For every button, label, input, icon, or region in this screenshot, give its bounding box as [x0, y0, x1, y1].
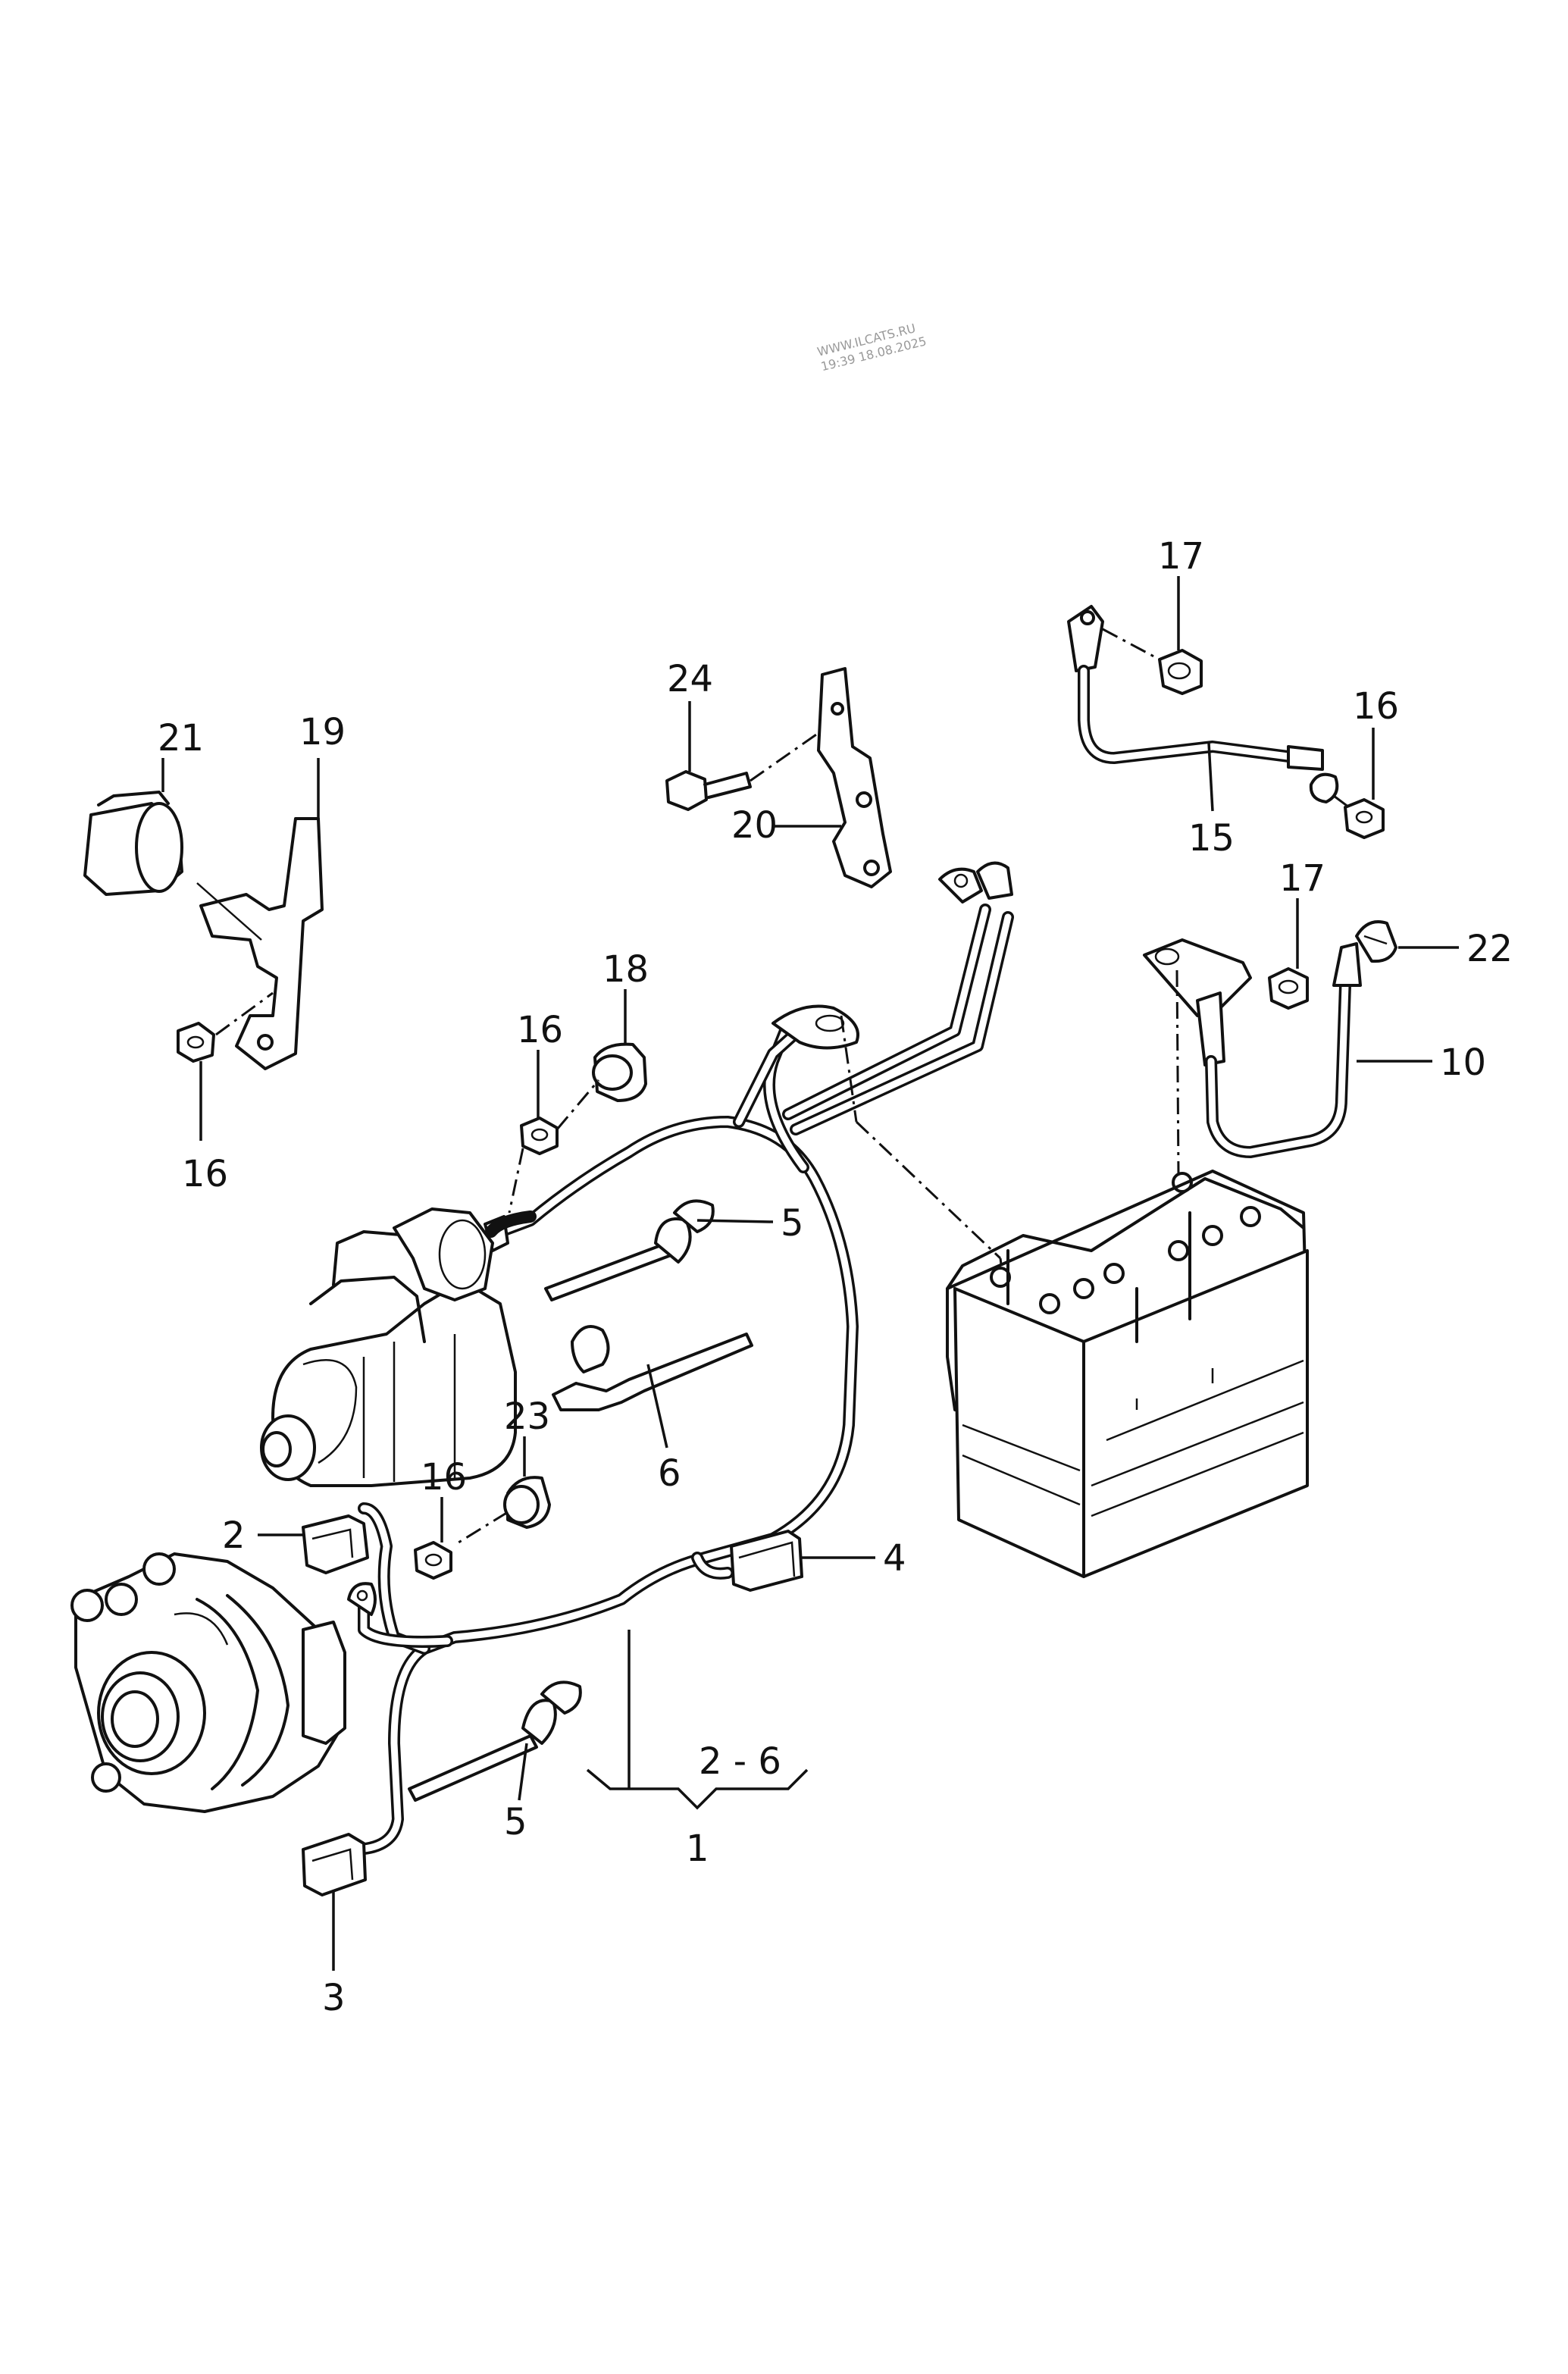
callout-17-lower: 17	[1279, 857, 1325, 900]
callout-18: 18	[602, 948, 649, 991]
callout-24: 24	[667, 658, 713, 700]
part-5-cable-tie-upper[interactable]	[544, 1199, 774, 1301]
part-20-bracket[interactable]	[817, 667, 892, 888]
callout-4: 4	[883, 1537, 906, 1580]
callout-23: 23	[504, 1395, 550, 1438]
leader-lines	[161, 701, 841, 1789]
part-6-cable-clip[interactable]	[552, 1325, 753, 1449]
part-22-clip[interactable]	[1355, 920, 1459, 963]
callout-5-upper: 5	[781, 1202, 804, 1245]
battery	[946, 1170, 1309, 1578]
callout-range: 2 - 6	[699, 1740, 781, 1783]
callout-16-top-right: 16	[1353, 685, 1399, 728]
part-10-battery-cable[interactable]	[1143, 938, 1432, 1176]
part-4-connector[interactable]	[730, 1530, 875, 1592]
part-23-cap[interactable]	[458, 1436, 551, 1544]
part-5-cable-tie-lower[interactable]	[408, 1680, 582, 1802]
part-16-nut-top-right[interactable]	[1333, 728, 1385, 839]
part-15-ground-strap[interactable]	[1067, 605, 1339, 812]
part-1-wiring-harness[interactable]	[346, 861, 1014, 1856]
part-16-nut-middle[interactable]	[508, 1050, 600, 1214]
part-24-bolt[interactable]	[665, 726, 827, 811]
callout-16-lower: 16	[421, 1456, 467, 1499]
part-16-nut-lower[interactable]	[414, 1497, 452, 1580]
callout-15: 15	[1188, 817, 1235, 860]
part-17-nut-lower[interactable]	[1268, 898, 1309, 1010]
alternator	[70, 1552, 346, 1813]
callout-2: 2	[222, 1514, 246, 1557]
range-bracket	[586, 1768, 809, 1810]
part-21-sleeve[interactable]	[83, 791, 183, 896]
callout-19: 19	[299, 711, 346, 753]
callout-16-left: 16	[182, 1153, 228, 1195]
watermark: WWW.ILCATS.RU 19:39 18.08.2025	[815, 321, 928, 374]
callout-3: 3	[322, 1977, 346, 2019]
part-17-nut-top[interactable]	[1158, 576, 1203, 695]
callout-labels: 21 19 16 24 20 17 16 15 17 22 10 18 16 5…	[158, 535, 1513, 2019]
part-19-bracket[interactable]	[196, 817, 324, 1070]
part-16-nut-left[interactable]	[177, 991, 274, 1063]
callout-16-middle: 16	[517, 1009, 563, 1051]
callout-20: 20	[731, 804, 778, 847]
callout-5-lower: 5	[504, 1801, 527, 1843]
callout-21: 21	[158, 717, 204, 759]
starter-motor	[260, 1207, 517, 1487]
part-2-connector[interactable]	[258, 1514, 369, 1574]
callout-6: 6	[658, 1452, 681, 1495]
part-3-connector[interactable]	[302, 1833, 367, 1971]
callout-17-top: 17	[1158, 535, 1204, 578]
callout-10: 10	[1440, 1041, 1486, 1084]
callout-1: 1	[686, 1827, 709, 1870]
callout-22: 22	[1466, 928, 1513, 970]
part-18-cap[interactable]	[592, 989, 647, 1102]
